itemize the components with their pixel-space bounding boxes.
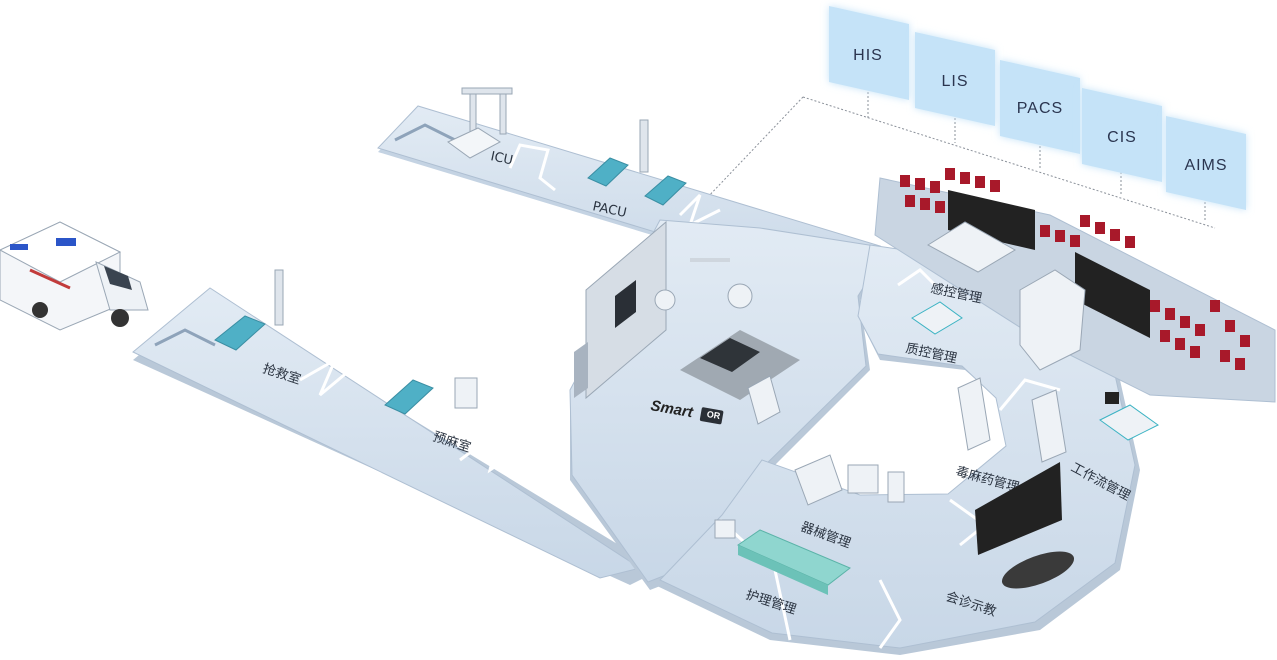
operating-room-wall xyxy=(574,220,667,400)
narcotics-cabinets xyxy=(957,377,1067,463)
pacu-beds xyxy=(587,119,687,206)
zone-label-pacu: PACU xyxy=(591,199,628,221)
system-label-aims: AIMS xyxy=(1184,157,1227,174)
system-panels: HIS LIS PACS CIS AIMS xyxy=(829,6,1246,210)
nursing-station xyxy=(714,519,851,595)
smart-or-badge: OR xyxy=(706,409,722,421)
operating-table-area xyxy=(654,258,800,425)
system-label-his: HIS xyxy=(853,47,883,64)
pre-anesthesia-bed xyxy=(384,377,478,415)
workflow-desk xyxy=(1099,392,1159,441)
system-panel-pacs[interactable]: PACS xyxy=(1000,60,1080,154)
system-panel-lis[interactable]: LIS xyxy=(915,32,995,126)
icu-bed xyxy=(447,87,513,159)
consultation-screen xyxy=(975,462,1062,555)
ambulance-icon xyxy=(0,221,149,331)
zone-label-icu: ICU xyxy=(489,149,514,168)
consultation-table xyxy=(1001,551,1075,589)
system-label-lis: LIS xyxy=(941,73,968,90)
quality-desk xyxy=(911,301,963,335)
system-panel-his[interactable]: HIS xyxy=(829,6,909,100)
control-desk xyxy=(927,221,1086,371)
equipment-carts xyxy=(794,454,905,506)
system-panel-aims[interactable]: AIMS xyxy=(1166,116,1246,210)
rescue-bed xyxy=(214,269,284,351)
system-panel-cis[interactable]: CIS xyxy=(1082,88,1162,182)
system-label-pacs: PACS xyxy=(1017,100,1063,117)
auditorium-seats xyxy=(900,168,1250,370)
system-label-cis: CIS xyxy=(1107,129,1137,146)
